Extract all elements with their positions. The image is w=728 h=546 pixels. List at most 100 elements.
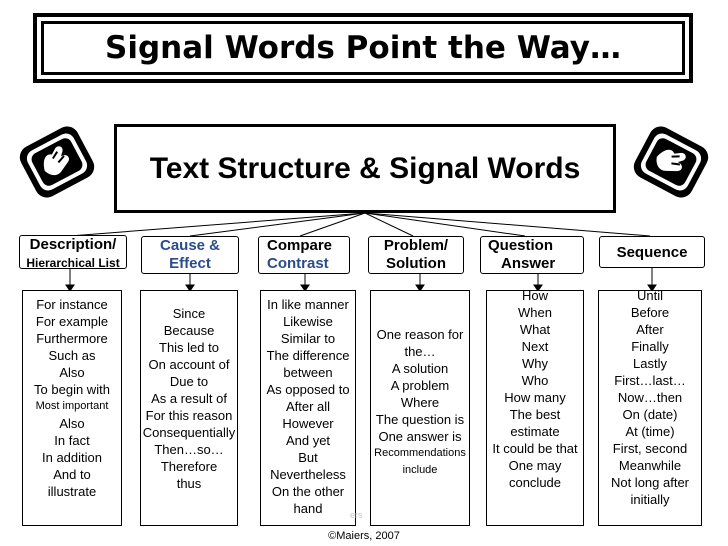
signal-word: This led to bbox=[159, 340, 219, 355]
signal-word: hand bbox=[293, 501, 323, 516]
category-label-line1: Cause & bbox=[159, 237, 221, 254]
signal-word: At (time) bbox=[625, 424, 675, 439]
signal-word: For instance bbox=[36, 297, 108, 312]
copyright-notice: ©Maiers, 2007 bbox=[328, 530, 400, 542]
signal-word: estimate bbox=[510, 424, 560, 439]
category-compare-contrast: Compare Contrast bbox=[258, 236, 350, 274]
title-banner: Signal Words Point the Way… bbox=[33, 13, 693, 83]
signal-word: Consequentially bbox=[142, 425, 236, 440]
signal-word: The best bbox=[509, 407, 561, 422]
signal-word: On account of bbox=[148, 357, 230, 372]
signal-words-sequence: Until Before After Finally Lastly First…… bbox=[598, 287, 702, 508]
signal-word: After bbox=[636, 322, 664, 337]
signal-word: between bbox=[283, 365, 333, 380]
signal-word: Therefore bbox=[160, 459, 218, 474]
signal-word: Lastly bbox=[633, 356, 667, 371]
signal-words-question-answer: How When What Next Why Who How many The … bbox=[482, 287, 588, 491]
subtitle: Text Structure & Signal Words bbox=[149, 151, 581, 185]
signal-word: But bbox=[298, 450, 318, 465]
signal-word: What bbox=[519, 322, 551, 337]
column-box-description bbox=[22, 290, 122, 526]
signal-word: However bbox=[282, 416, 334, 431]
signal-word: A solution bbox=[391, 361, 449, 376]
signal-word: Such as bbox=[48, 348, 96, 363]
signal-word: Where bbox=[400, 395, 440, 410]
signal-word: One answer is bbox=[378, 429, 462, 444]
signal-word: thus bbox=[176, 476, 202, 491]
signal-word: include bbox=[402, 464, 438, 476]
signal-word: Finally bbox=[631, 339, 669, 354]
arrow-head-6 bbox=[647, 284, 657, 292]
arrow-head-5 bbox=[533, 284, 543, 292]
signal-word: For this reason bbox=[145, 408, 233, 423]
connector-problem bbox=[364, 212, 414, 237]
signal-word: Now…then bbox=[617, 390, 683, 405]
signal-word: Then…so… bbox=[154, 442, 224, 457]
signal-word: The difference bbox=[266, 348, 350, 363]
hand-pointing-logo-icon bbox=[633, 126, 709, 198]
category-label-line2: Hierarchical List bbox=[26, 256, 120, 270]
signal-word: illustrate bbox=[47, 484, 97, 499]
signal-word: Due to bbox=[169, 374, 209, 389]
signal-word: In addition bbox=[42, 450, 102, 465]
signal-word: In like manner bbox=[267, 297, 349, 312]
signal-word: Since bbox=[172, 306, 206, 321]
page-title: Signal Words Point the Way… bbox=[105, 30, 621, 66]
signal-word: How bbox=[521, 288, 548, 303]
column-box-question-answer bbox=[486, 290, 584, 526]
signal-word: Recommendations bbox=[374, 447, 466, 459]
signal-word: On the other bbox=[271, 484, 345, 499]
category-problem-solution: Problem/ Solution bbox=[368, 236, 464, 274]
signal-word: When bbox=[518, 305, 552, 320]
signal-word: How many bbox=[504, 390, 566, 405]
signal-word: As opposed to bbox=[266, 382, 350, 397]
signal-word: And to bbox=[53, 467, 91, 482]
signal-word: initially bbox=[630, 492, 670, 507]
signal-word: Next bbox=[521, 339, 549, 354]
signal-word: To begin with bbox=[34, 382, 110, 397]
signal-word: In fact bbox=[54, 433, 90, 448]
column-box-problem-solution bbox=[370, 290, 470, 526]
arrow-head-1 bbox=[65, 284, 75, 292]
category-label-line1: Sequence bbox=[616, 244, 688, 261]
hand-pointing-logo-icon bbox=[19, 126, 95, 198]
connector-cause-effect bbox=[189, 212, 366, 237]
signal-word: And yet bbox=[285, 433, 331, 448]
signal-word: conclude bbox=[508, 475, 562, 490]
category-cause-effect: Cause & Effect bbox=[141, 236, 239, 274]
signal-word: Also bbox=[59, 365, 85, 380]
signal-word: Likewise bbox=[283, 314, 333, 329]
category-label-line2: Answer bbox=[501, 255, 556, 272]
column-box-cause-effect bbox=[140, 290, 238, 526]
signal-word: As a result of bbox=[151, 391, 227, 406]
signal-word: Meanwhile bbox=[618, 458, 682, 473]
category-label-line1: Description/ bbox=[29, 236, 117, 253]
signal-word: Similar to bbox=[280, 331, 336, 346]
arrow-head-3 bbox=[300, 284, 310, 292]
connector-sequence bbox=[364, 212, 651, 237]
category-label-line2: Solution bbox=[386, 255, 446, 272]
category-label-line2: Contrast bbox=[267, 255, 329, 272]
category-label-line1: Compare bbox=[267, 237, 333, 254]
signal-word: Why bbox=[522, 356, 548, 371]
arrow-head-2 bbox=[185, 284, 195, 292]
signal-word: First…last… bbox=[614, 373, 686, 388]
signal-words-compare-contrast: In like manner Likewise Similar to The d… bbox=[257, 296, 359, 517]
signal-word: One reason for bbox=[376, 327, 464, 342]
signal-word: Most important bbox=[35, 400, 109, 412]
signal-word: Who bbox=[521, 373, 549, 388]
signal-word: On (date) bbox=[622, 407, 678, 422]
connector-question bbox=[364, 212, 526, 237]
signal-word: Because bbox=[163, 323, 215, 338]
signal-word: Not long after bbox=[610, 475, 690, 490]
signal-word: The question is bbox=[375, 412, 465, 427]
category-description: Description/ Hierarchical List bbox=[19, 235, 127, 270]
category-label-line1: Problem/ bbox=[383, 237, 449, 254]
signal-word: Before bbox=[630, 305, 670, 320]
category-sequence: Sequence bbox=[599, 236, 705, 268]
signal-words-description: For instance For example Furthermore Suc… bbox=[22, 296, 122, 500]
faint-watermark: ers bbox=[350, 510, 363, 520]
connector-description bbox=[69, 212, 366, 237]
category-question-answer: Question Answer bbox=[480, 236, 584, 274]
